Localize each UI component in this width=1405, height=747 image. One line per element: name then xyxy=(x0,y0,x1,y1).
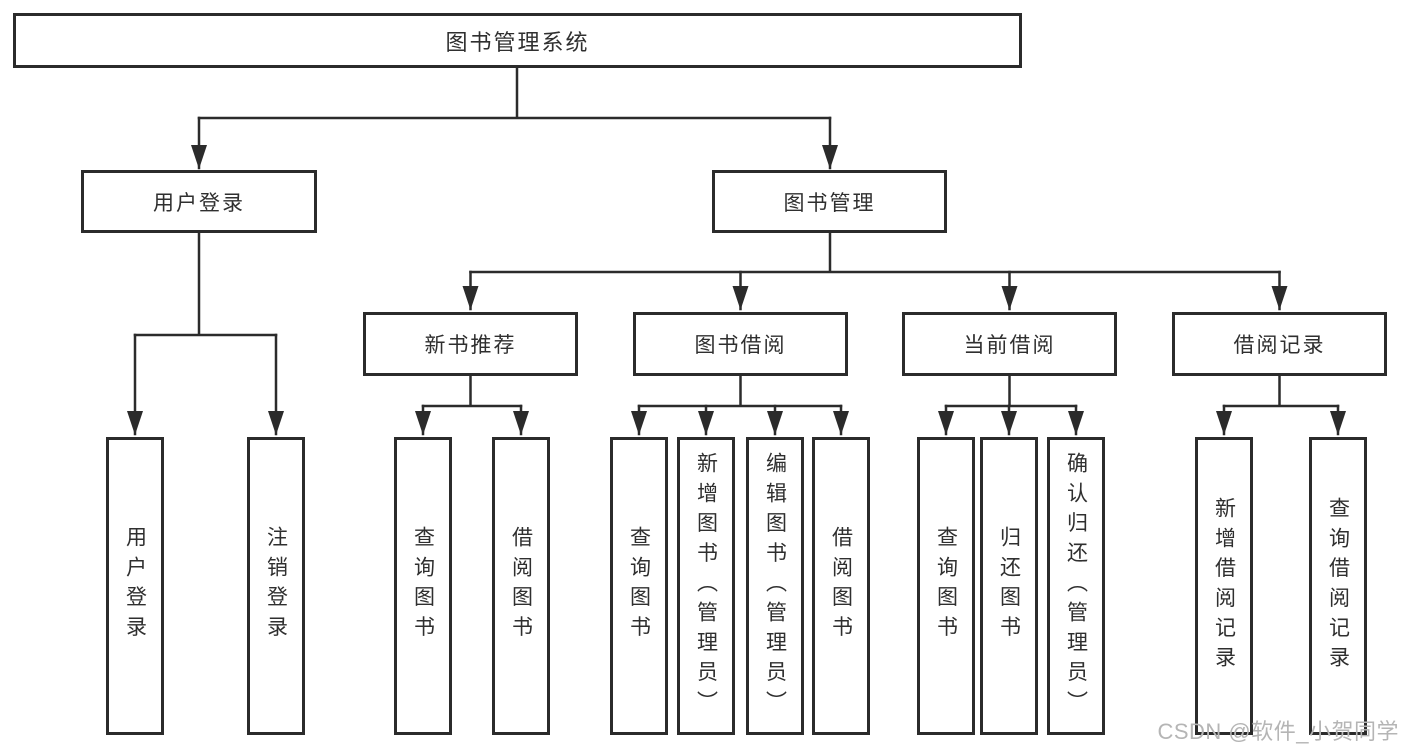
node-label: 图书管理 xyxy=(783,191,876,215)
node-label: 新书推荐 xyxy=(424,334,517,357)
leaf-query-books-current: 查询图书 xyxy=(917,437,975,735)
leaf-borrow-books-recommend: 借阅图书 xyxy=(492,437,550,735)
leaf-add-book-admin: 新增图书（管理员） xyxy=(677,437,735,735)
node-label: 借阅图书 xyxy=(509,526,533,646)
node-new-book-recommend: 新书推荐 xyxy=(363,312,578,376)
node-label: 借阅记录 xyxy=(1233,334,1326,357)
node-label: 用户登录 xyxy=(123,526,147,646)
leaf-query-books-recommend: 查询图书 xyxy=(394,437,452,735)
node-label: 确认归还（管理员） xyxy=(1064,451,1088,721)
leaf-user-login: 用户登录 xyxy=(106,437,164,735)
node-label: 查询图书 xyxy=(934,526,958,646)
leaf-return-books: 归还图书 xyxy=(980,437,1038,735)
leaf-query-borrow-record: 查询借阅记录 xyxy=(1309,437,1367,735)
node-root-library-system: 图书管理系统 xyxy=(13,13,1022,68)
leaf-edit-book-admin: 编辑图书（管理员） xyxy=(746,437,804,735)
node-label: 当前借阅 xyxy=(963,334,1056,357)
node-label: 注销登录 xyxy=(264,526,288,646)
leaf-logout: 注销登录 xyxy=(247,437,305,735)
node-label: 查询借阅记录 xyxy=(1326,496,1350,676)
node-user-login: 用户登录 xyxy=(81,170,317,233)
node-borrow-records: 借阅记录 xyxy=(1172,312,1387,376)
node-label: 图书管理系统 xyxy=(445,29,590,55)
node-label: 新增图书（管理员） xyxy=(694,451,718,721)
node-current-borrowing: 当前借阅 xyxy=(902,312,1117,376)
leaf-add-borrow-record: 新增借阅记录 xyxy=(1195,437,1253,735)
node-book-management: 图书管理 xyxy=(712,170,947,233)
node-label: 图书借阅 xyxy=(694,334,787,357)
node-book-borrowing: 图书借阅 xyxy=(633,312,848,376)
node-label: 查询图书 xyxy=(627,526,651,646)
leaf-confirm-return-admin: 确认归还（管理员） xyxy=(1047,437,1105,735)
node-label: 归还图书 xyxy=(997,526,1021,646)
node-label: 用户登录 xyxy=(153,191,245,215)
leaf-query-books-borrowing: 查询图书 xyxy=(610,437,668,735)
node-label: 新增借阅记录 xyxy=(1212,496,1236,676)
leaf-borrow-books: 借阅图书 xyxy=(812,437,870,735)
node-label: 编辑图书（管理员） xyxy=(763,451,787,721)
node-label: 借阅图书 xyxy=(829,526,853,646)
node-label: 查询图书 xyxy=(411,526,435,646)
